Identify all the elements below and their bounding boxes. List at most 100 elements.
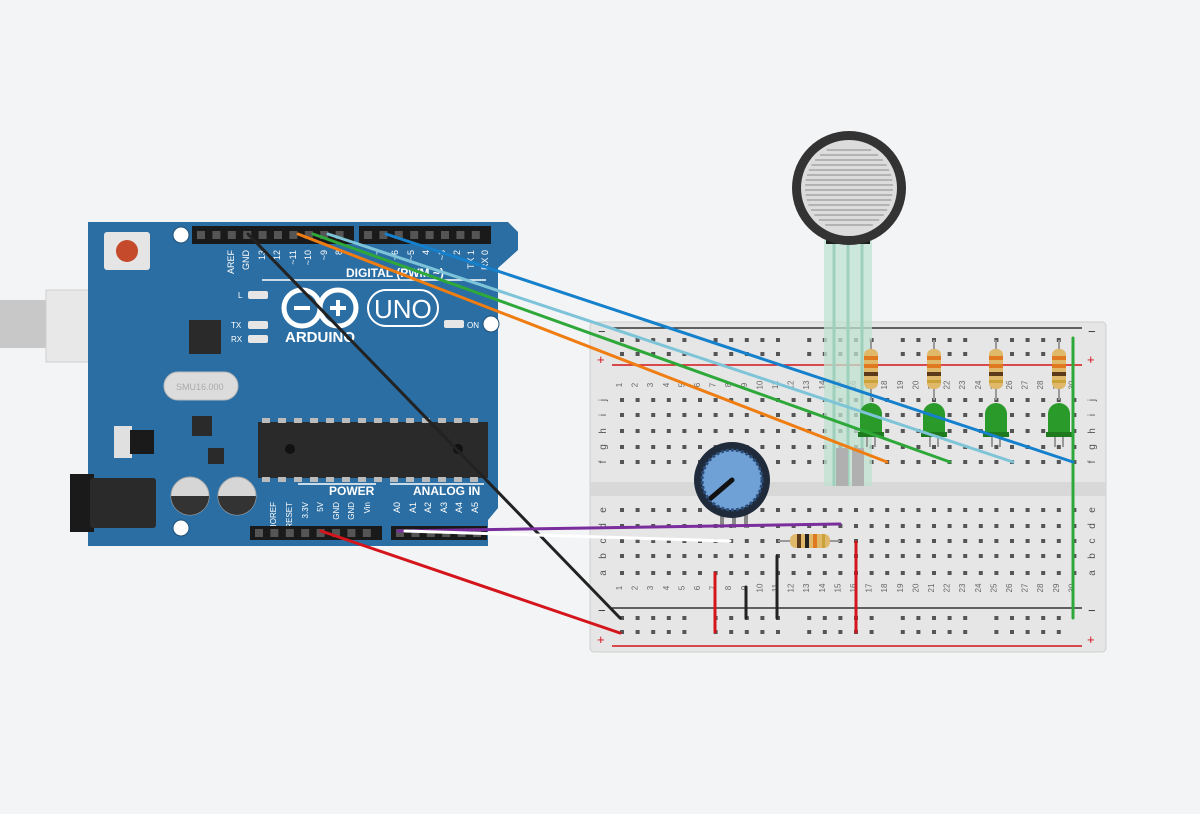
power-pin-hole[interactable] [270, 529, 279, 537]
breadboard-hole [978, 539, 983, 543]
digital-pin-hole[interactable] [227, 231, 236, 239]
rail-hole [744, 630, 749, 634]
digital-pin-hole[interactable] [320, 231, 329, 239]
digital-pin-hole[interactable] [364, 231, 372, 239]
analog-pin-hole[interactable] [396, 529, 404, 537]
power-pin-hole[interactable] [362, 529, 371, 537]
led[interactable] [923, 403, 945, 436]
rail-hole [760, 352, 765, 356]
wire-white-a1[interactable] [403, 529, 732, 543]
rail-hole [1056, 616, 1061, 620]
resistor-band [864, 372, 878, 376]
capacitor-right-stripe [218, 496, 256, 515]
power-pin-hole[interactable] [301, 529, 310, 537]
digital-pin-hole[interactable] [410, 231, 419, 239]
rail-hole [822, 630, 827, 634]
column-number-top: 2 [631, 382, 640, 387]
breadboard-hole [635, 398, 640, 402]
wire-orange-pin-11[interactable] [296, 232, 889, 464]
power-pin-hole[interactable] [255, 529, 263, 537]
chip-pin [374, 477, 382, 482]
wires [246, 232, 1075, 635]
breadboard-hole [635, 460, 640, 464]
row-letter: g [1087, 444, 1098, 450]
breadboard-hole [932, 445, 936, 449]
wire-blue-pin-6[interactable] [384, 232, 1075, 464]
digital-pin-hole[interactable] [289, 231, 298, 239]
wire-black-gnd[interactable] [246, 232, 622, 620]
analog-pin-hole[interactable] [411, 529, 420, 537]
uno-badge [367, 289, 439, 327]
chip-pin [438, 418, 446, 423]
breadboard-hole [682, 413, 687, 417]
row-letter: e [1087, 507, 1098, 513]
power-pin-hole[interactable] [285, 529, 294, 537]
rail-hole [1025, 616, 1030, 620]
breadboard-hole [900, 508, 905, 512]
column-number-bottom: 26 [1005, 583, 1014, 592]
dc-power-jack[interactable] [90, 478, 156, 528]
logo-minus [294, 306, 310, 310]
breadboard-hole [776, 429, 780, 433]
rail-hole [1041, 616, 1046, 620]
digital-pin-hole[interactable] [274, 231, 282, 239]
digital-pin-label: GND [241, 250, 251, 271]
digital-pin-hole[interactable] [212, 231, 221, 239]
digital-pin-hole[interactable] [425, 231, 434, 239]
mounting-hole [172, 519, 190, 537]
digital-header-right [359, 226, 491, 244]
fsr-active-area [801, 140, 897, 236]
rail-hole [620, 616, 624, 620]
led[interactable] [860, 403, 882, 436]
digital-pin-hole[interactable] [335, 231, 344, 239]
breadboard-hole [978, 571, 983, 575]
breadboard-hole [900, 539, 905, 543]
digital-pin-label: TX 1 [466, 250, 476, 269]
breadboard-hole [978, 508, 983, 512]
row-letter: j [1087, 399, 1098, 402]
breadboard-hole [620, 429, 624, 433]
breadboard-hole [620, 554, 624, 558]
analog-pin-label: A4 [454, 502, 464, 513]
digital-pin-hole[interactable] [304, 231, 313, 239]
digital-pin-hole[interactable] [441, 231, 449, 239]
power-pin-hole[interactable] [332, 529, 340, 537]
breadboard-hole [932, 571, 936, 575]
wire-red-5v[interactable] [319, 529, 622, 635]
digital-pin-hole[interactable] [394, 231, 403, 239]
wire-green-pin-10[interactable] [311, 232, 952, 464]
rail-hole [900, 338, 905, 342]
potentiometer[interactable] [694, 442, 770, 528]
digital-pin-hole[interactable] [379, 231, 388, 239]
breadboard-hole [994, 554, 999, 558]
breadboard-hole [900, 571, 905, 575]
breadboard-hole [932, 524, 936, 528]
breadboard-hole [978, 398, 983, 402]
digital-pin-hole[interactable] [258, 231, 267, 239]
led[interactable] [1048, 403, 1070, 436]
digital-pin-hole[interactable] [456, 231, 465, 239]
digital-pin-hole[interactable] [197, 231, 205, 239]
power-pin-hole[interactable] [347, 529, 356, 537]
digital-pin-hole[interactable] [471, 231, 480, 239]
wire-lightblue-pin-9[interactable] [326, 232, 1015, 464]
power-pin-hole[interactable] [316, 529, 325, 537]
force-sensor[interactable] [792, 131, 906, 486]
breadboard-hole [1025, 508, 1030, 512]
analog-pin-label: A5 [470, 502, 480, 513]
chip-pin [310, 418, 318, 423]
wire-purple-a0[interactable] [396, 522, 842, 533]
reset-button[interactable] [116, 240, 138, 262]
chip-pin [358, 418, 366, 423]
led[interactable] [985, 403, 1007, 436]
breadboard-hole [1041, 539, 1046, 543]
resistor-band [989, 364, 1003, 368]
breadboard-hole [744, 429, 749, 433]
row-letter: b [1087, 553, 1098, 559]
resistor-bottom[interactable] [778, 534, 840, 548]
breadboard-hole [1010, 524, 1014, 528]
rail-hole [1010, 352, 1014, 356]
breadboard-hole [791, 413, 796, 417]
breadboard-hole [994, 460, 999, 464]
